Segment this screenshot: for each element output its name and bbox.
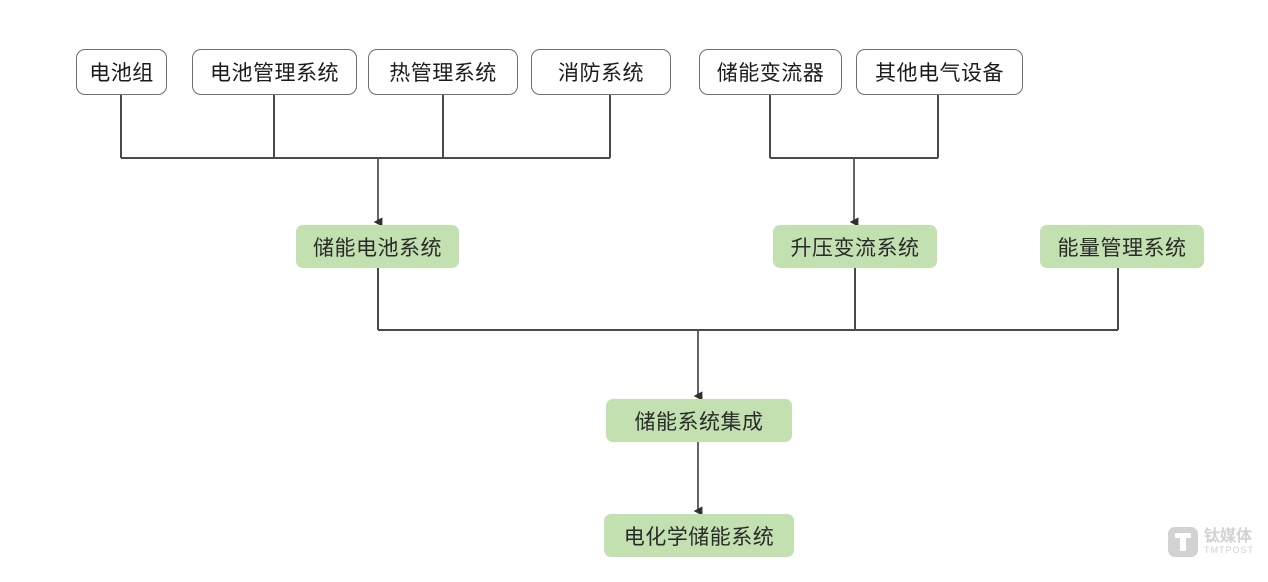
node-label: 储能系统集成 — [634, 409, 764, 434]
node-label: 储能电池系统 — [313, 235, 442, 260]
node-label: 消防系统 — [558, 61, 644, 85]
node-other-electrical-equipment[interactable]: 其他电气设备 — [856, 49, 1023, 95]
node-label: 储能变流器 — [716, 61, 825, 85]
watermark-en-label: TMTPOST — [1204, 544, 1254, 555]
node-battery-storage-system[interactable]: 储能电池系统 — [296, 225, 459, 268]
node-energy-management-system[interactable]: 能量管理系统 — [1040, 225, 1204, 268]
watermark-cn-label: 钛媒体 — [1204, 527, 1253, 545]
node-thermal-management[interactable]: 热管理系统 — [368, 49, 518, 95]
watermark: 钛媒体 TMTPOST — [1168, 527, 1254, 557]
node-label: 电池管理系统 — [210, 61, 339, 85]
node-pcs[interactable]: 储能变流器 — [699, 49, 842, 95]
node-battery-pack[interactable]: 电池组 — [76, 49, 167, 95]
node-boost-conversion-system[interactable]: 升压变流系统 — [773, 225, 937, 268]
node-label: 电池组 — [89, 61, 154, 85]
node-electrochemical-storage-system[interactable]: 电化学储能系统 — [604, 514, 794, 557]
node-label: 电化学储能系统 — [623, 524, 775, 549]
watermark-text: 钛媒体 TMTPOST — [1204, 527, 1254, 555]
node-label: 能量管理系统 — [1057, 235, 1187, 260]
tmtpost-logo-icon — [1168, 527, 1198, 557]
node-label: 热管理系统 — [389, 61, 497, 85]
node-label: 升压变流系统 — [790, 235, 920, 260]
node-storage-system-integration[interactable]: 储能系统集成 — [606, 399, 792, 442]
node-label: 其他电气设备 — [875, 61, 1004, 85]
node-bms[interactable]: 电池管理系统 — [192, 49, 357, 95]
node-fire-protection[interactable]: 消防系统 — [531, 49, 671, 95]
